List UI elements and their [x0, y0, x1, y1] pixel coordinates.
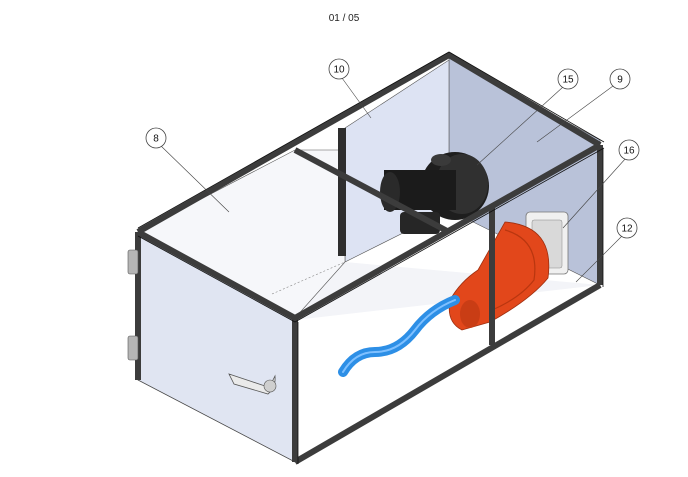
callout-12: 12	[616, 217, 638, 239]
door-handle-icon	[228, 373, 277, 395]
hinge-icon	[127, 249, 139, 361]
frame	[135, 52, 603, 465]
vacuum-unit	[448, 211, 569, 331]
callout-9: 9	[609, 68, 631, 90]
callout-15: 15	[557, 68, 579, 90]
callout-8: 8	[145, 127, 167, 149]
svg-text:12: 12	[621, 224, 633, 235]
blower-unit	[380, 152, 489, 234]
leader-lines	[159, 77, 627, 283]
page-number: 01 / 05	[328, 13, 360, 24]
svg-text:8: 8	[153, 134, 159, 145]
divider-plate	[338, 128, 346, 256]
svg-text:15: 15	[562, 75, 574, 86]
callout-10: 10	[328, 58, 350, 80]
hidden-edge	[271, 261, 346, 295]
svg-text:9: 9	[617, 75, 623, 86]
frame-edge	[137, 51, 605, 464]
svg-text:16: 16	[623, 146, 635, 157]
callout-16: 16	[618, 139, 640, 161]
svg-text:10: 10	[333, 65, 345, 76]
